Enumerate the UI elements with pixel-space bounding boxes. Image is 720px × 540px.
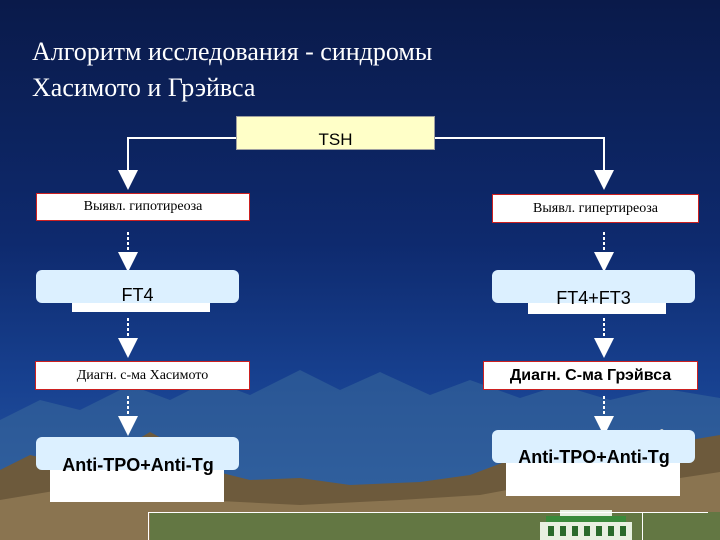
building-logo — [540, 510, 632, 540]
hyperthyroidism-label: Выявл. гипертиреоза — [533, 200, 658, 216]
ft4-label: FT4 — [121, 285, 154, 305]
ft4-ft3-label: FT4+FT3 — [556, 288, 631, 308]
slide-title: Алгоритм исследования - синдромы Хасимот… — [32, 37, 433, 102]
connector-tsh-right — [435, 137, 614, 190]
tsh-box: TSH — [236, 116, 435, 150]
hashimoto-diagnosis-label: Диагн. с-ма Хасимото — [76, 367, 209, 383]
ft4-panel — [36, 270, 239, 303]
hashimoto-diagnosis-box: Диагн. с-ма Хасимото — [35, 361, 250, 390]
hypothyroidism-label: Выявл. гипотиреоза — [83, 199, 203, 214]
hypothyroidism-box: Выявл. гипотиреоза — [36, 193, 250, 221]
antibodies-right-label: Anti-TPO+Anti-Tg — [518, 447, 670, 467]
antibodies-right-panel — [492, 430, 695, 463]
ft4-panel-tab — [72, 303, 210, 312]
footer-divider — [148, 512, 708, 513]
antibodies-left-panel-tab — [50, 470, 224, 502]
antibodies-right-panel-tab — [506, 463, 680, 496]
antibodies-left-panel — [36, 437, 239, 470]
footer-divider-left — [148, 512, 149, 540]
graves-diagnosis-label: Диагн. С-ма Грэйвса — [509, 366, 672, 384]
hyperthyroidism-box: Выявл. гипертиреоза — [492, 194, 699, 223]
ft4-ft3-panel-tab — [528, 303, 666, 314]
tsh-label: TSH — [318, 130, 353, 149]
graves-diagnosis-box: Диагн. С-ма Грэйвса — [483, 361, 698, 390]
connector-tsh-left — [118, 137, 236, 190]
antibodies-left-label: Anti-TPO+Anti-Tg — [62, 455, 214, 475]
footer-divider-right — [642, 512, 643, 540]
ft4-ft3-panel — [492, 270, 695, 303]
